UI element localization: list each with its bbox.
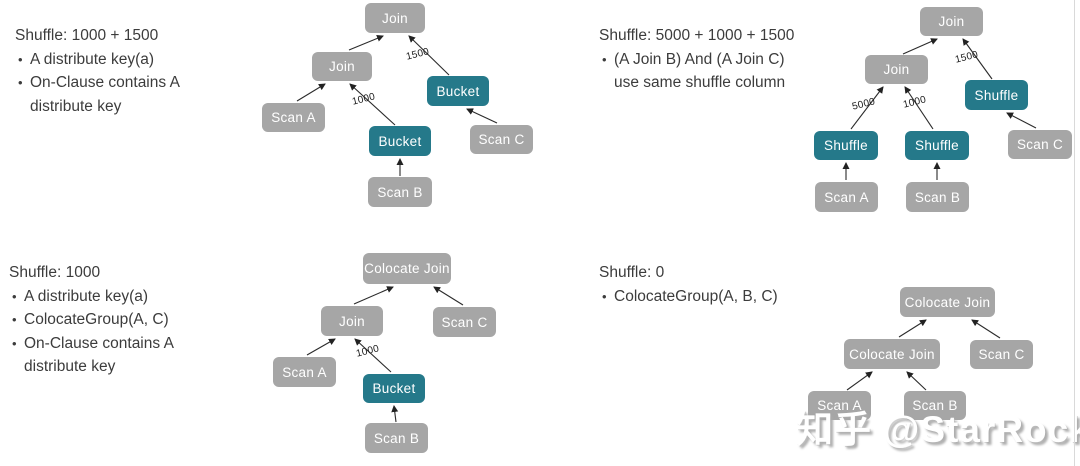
edge-line — [306, 338, 336, 356]
edge-line — [902, 38, 938, 55]
bullet-icon: • — [12, 288, 17, 304]
bullet-continuation: distribute key — [30, 97, 122, 115]
node-join: Join — [865, 55, 928, 84]
node-colocate-join: Colocate Join — [844, 339, 940, 369]
bullet-line: •A distribute key(a) — [15, 48, 180, 72]
panel-bottom-right: Shuffle: 0 •ColocateGroup(A, B, C) — [599, 261, 778, 308]
bullet-icon: • — [18, 51, 23, 67]
edge-label-1000: 1000 — [902, 94, 928, 111]
edge-line — [391, 405, 399, 423]
panel-top-left: Shuffle: 1000 + 1500 •A distribute key(a… — [15, 24, 180, 118]
node-join-root: Join — [920, 7, 983, 36]
edge-line — [971, 319, 1001, 339]
node-scan-a: Scan A — [808, 391, 871, 420]
edge-label-1000: 1000 — [351, 91, 377, 108]
bullet-line: •(A Join B) And (A Join C) — [599, 48, 794, 72]
bullet-icon: • — [12, 335, 17, 351]
node-join-root: Join — [365, 3, 425, 33]
bullet-line: •On-Clause contains A — [9, 332, 174, 356]
node-colocate-join-root: Colocate Join — [900, 287, 995, 317]
watermark: 知乎 @StarRocks — [796, 409, 1080, 450]
edge-label-5000: 5000 — [851, 96, 877, 113]
bullet-icon: • — [602, 51, 607, 67]
node-scan-a: Scan A — [273, 357, 336, 387]
panel-heading: Shuffle: 1000 + 1500 — [15, 27, 159, 44]
node-shuffle: Shuffle — [814, 131, 878, 160]
panel-heading: Shuffle: 0 — [599, 264, 665, 281]
edge-line — [433, 286, 464, 306]
edge-label-1000: 1000 — [355, 343, 381, 360]
node-scan-b: Scan B — [368, 177, 432, 207]
edge-line — [906, 371, 927, 391]
node-scan-b: Scan B — [365, 423, 428, 453]
node-bucket: Bucket — [427, 76, 489, 106]
panel-bottom-left: Shuffle: 1000 •A distribute key(a) •Colo… — [9, 261, 174, 379]
edge-line — [466, 108, 498, 124]
edge-line — [846, 371, 873, 391]
panel-heading: Shuffle: 5000 + 1000 + 1500 — [599, 27, 795, 44]
node-shuffle: Shuffle — [905, 131, 969, 160]
node-scan-c: Scan C — [1008, 130, 1072, 159]
node-scan-b: Scan B — [904, 391, 966, 420]
panel-heading: Shuffle: 1000 — [9, 264, 101, 281]
panel-top-right: Shuffle: 5000 + 1000 + 1500 •(A Join B) … — [599, 24, 794, 95]
slide-right-border — [1074, 0, 1075, 466]
bullet-line: •ColocateGroup(A, C) — [9, 308, 174, 332]
bullet-icon: • — [12, 312, 17, 328]
bullet-line: •ColocateGroup(A, B, C) — [599, 285, 778, 309]
node-shuffle: Shuffle — [965, 80, 1028, 110]
bullet-line: •On-Clause contains A — [15, 71, 180, 95]
node-bucket: Bucket — [369, 126, 431, 156]
node-bucket: Bucket — [363, 374, 425, 403]
bullet-icon: • — [602, 288, 607, 304]
bullet-line: •A distribute key(a) — [9, 285, 174, 309]
node-colocate-join-root: Colocate Join — [363, 253, 451, 284]
node-scan-a: Scan A — [262, 103, 325, 132]
bullet-icon: • — [18, 75, 23, 91]
edge-line — [348, 35, 384, 51]
node-scan-c: Scan C — [470, 125, 533, 154]
bullet-continuation: distribute key — [24, 358, 116, 376]
edge-line — [353, 286, 394, 305]
node-scan-c: Scan C — [970, 340, 1033, 369]
edge-line — [898, 319, 927, 338]
node-scan-c: Scan C — [433, 307, 496, 337]
node-join: Join — [312, 52, 372, 81]
node-join: Join — [321, 306, 383, 336]
node-scan-a: Scan A — [815, 182, 878, 212]
edge-line — [296, 83, 326, 102]
edge-line — [1006, 112, 1037, 129]
edge-label-1500: 1500 — [954, 49, 980, 66]
bullet-continuation: use same shuffle column — [614, 74, 786, 92]
node-scan-b: Scan B — [906, 182, 969, 212]
edge-label-1500: 1500 — [405, 46, 431, 63]
